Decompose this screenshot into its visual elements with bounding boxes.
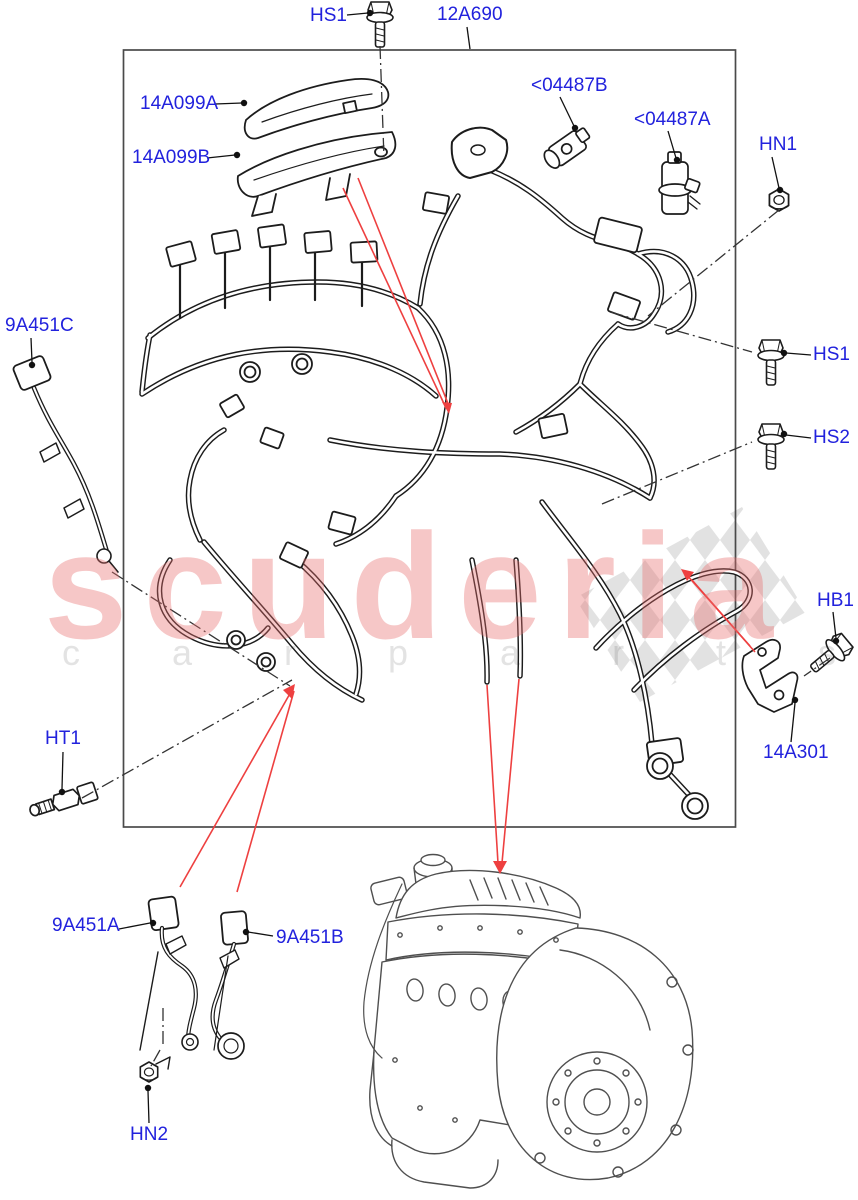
checkered-flag-watermark [575, 507, 806, 702]
cover-14A099A-part [243, 78, 390, 140]
part-label-14A099A[interactable]: 14A099A [140, 93, 219, 114]
part-label-hn2[interactable]: HN2 [130, 1124, 169, 1145]
part-label-hs1-top[interactable]: HS1 [310, 5, 347, 26]
solenoid-04487A-part [658, 151, 701, 215]
part-label-ht1[interactable]: HT1 [45, 728, 81, 749]
part-label-hs1-right[interactable]: HS1 [813, 344, 850, 365]
bolt-HS1-right-part [757, 339, 785, 386]
part-label-12A690[interactable]: 12A690 [437, 4, 503, 25]
label-leader-lines [28, 9, 840, 1124]
red-callout-lines [179, 177, 756, 893]
wiring-harness-drawing [139, 126, 753, 820]
part-label-14A099B[interactable]: 14A099B [132, 147, 211, 168]
engine-drawing [363, 853, 694, 1189]
sensor-HT1-part [29, 781, 99, 817]
assembly-boundary-box [122, 49, 737, 828]
bolt-HS1-top-part [366, 1, 394, 48]
detail-parts [12, 1, 857, 1083]
cover-14A099B-part [236, 131, 397, 217]
part-label-04487B[interactable]: <04487B [531, 75, 608, 96]
part-label-04487A[interactable]: <04487A [634, 109, 711, 130]
cable-9A451B-part [210, 910, 249, 1060]
part-label-14A301[interactable]: 14A301 [763, 742, 829, 763]
assembly-dash-lines [81, 45, 831, 1067]
part-label-9A451B[interactable]: 9A451B [276, 927, 344, 948]
nut-HN2-part [139, 1061, 159, 1083]
cable-9A451A-part [139, 895, 199, 1051]
part-label-9A451A[interactable]: 9A451A [52, 915, 120, 936]
bolt-HS2-part [757, 423, 785, 470]
part-label-hn1[interactable]: HN1 [759, 134, 798, 155]
solenoid-04487B-part [543, 127, 591, 169]
cable-9A451C-part [12, 355, 119, 573]
bracket-14A301-part [741, 639, 799, 713]
part-label-hb1[interactable]: HB1 [817, 590, 854, 611]
part-label-hs2[interactable]: HS2 [813, 427, 850, 448]
bolt-HB1-part [803, 629, 857, 680]
part-label-9A451C[interactable]: 9A451C [5, 315, 74, 336]
